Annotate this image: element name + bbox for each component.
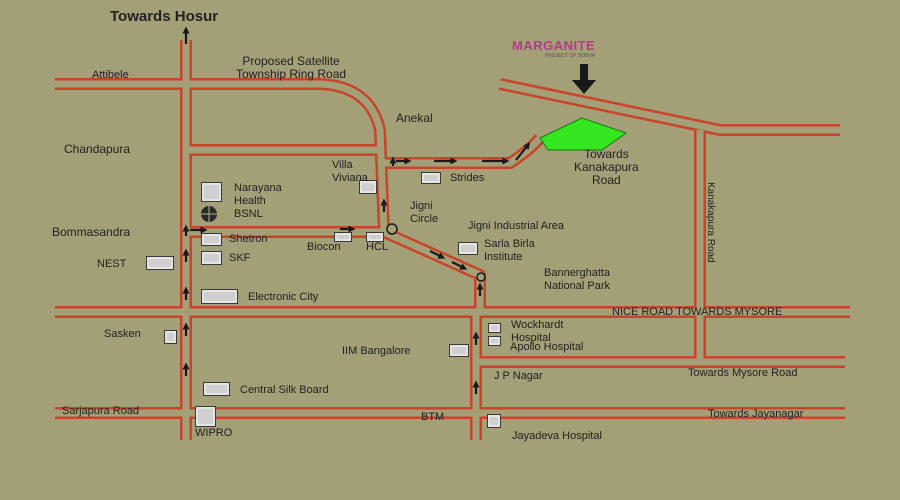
label-proposed-ring-line1: Proposed Satellite <box>242 54 340 68</box>
marker-sasken <box>164 330 177 344</box>
marker-hcl <box>366 232 384 242</box>
jigni-circle <box>386 223 398 235</box>
label-narayana-line2: Health <box>234 195 266 207</box>
marker-apollo <box>488 336 501 346</box>
marker-central-silk-board <box>203 382 230 396</box>
marker-narayana-health <box>201 182 222 202</box>
marker-biocon <box>334 232 352 242</box>
bsnl-icon <box>201 206 217 222</box>
marker-wipro <box>195 406 216 427</box>
label-towards-kanakapura: Towards Kanakapura Road <box>574 148 639 187</box>
project-logo: MARGANITE PROJECT OF SOBHA <box>512 38 595 59</box>
label-bommasandra: Bommasandra <box>52 225 131 239</box>
marker-villa-viviana <box>359 180 377 194</box>
label-kanakapura-road: Kanakapura Road <box>705 182 716 263</box>
label-sasken: Sasken <box>104 328 141 340</box>
label-proposed-ring-road: Proposed Satellite Township Ring Road <box>236 55 346 81</box>
label-skf: SKF <box>229 252 251 264</box>
label-narayana-line1: Narayana <box>234 182 282 194</box>
bannerghatta-circle <box>476 272 486 282</box>
label-anekal: Anekal <box>396 111 433 125</box>
road-ring-top <box>55 78 390 233</box>
label-jayadeva: Jayadeva Hospital <box>512 430 602 442</box>
marker-strides <box>421 172 441 184</box>
label-villa-line1: Villa <box>332 159 353 171</box>
label-sarla-line1: Sarla Birla <box>484 238 535 250</box>
label-biocon: Biocon <box>307 241 341 253</box>
label-bsnl: BSNL <box>234 208 263 220</box>
project-logo-tagline: PROJECT OF SOBHA <box>544 53 596 59</box>
label-towards-jayanagar: Towards Jayanagar <box>708 408 804 420</box>
label-narayana-health: Narayana Health <box>234 182 282 208</box>
project-site <box>539 117 628 151</box>
marker-shetron <box>201 233 222 246</box>
label-kanakapura-line2: Kanakapura <box>574 160 639 174</box>
route-arrows <box>182 26 531 394</box>
label-attibele: Attibele <box>92 69 129 81</box>
label-villa-line2: Viviana <box>332 172 368 184</box>
label-bannerghatta: Bannerghatta National Park <box>544 267 610 293</box>
label-towards-hosur: Towards Hosur <box>110 8 219 25</box>
marker-skf <box>201 251 222 265</box>
label-nest: NEST <box>97 258 127 270</box>
marker-jayadeva <box>487 414 501 428</box>
label-hcl: HCL <box>366 241 389 253</box>
project-logo-name: MARGANITE <box>512 38 596 53</box>
label-central-silk-board: Central Silk Board <box>240 384 329 396</box>
project-pointer-arrow <box>572 64 596 94</box>
label-jigni-industrial: Jigni Industrial Area <box>468 220 564 232</box>
label-shetron: Shetron <box>229 233 268 245</box>
label-btm: BTM <box>421 411 445 423</box>
label-electronic-city: Electronic City <box>248 291 319 303</box>
label-wockhardt: Wockhardt Hospital <box>511 319 563 345</box>
label-jigni-circle: Jigni Circle <box>410 200 438 226</box>
label-sarjapura-road: Sarjapura Road <box>62 405 140 417</box>
marker-nest <box>146 256 174 270</box>
label-kanakapura-line1: Towards <box>584 147 629 161</box>
label-iim-bangalore: IIM Bangalore <box>342 345 411 357</box>
label-sarla-line2: Institute <box>484 251 523 263</box>
marker-electronic-city <box>201 289 238 304</box>
label-wockhardt-line2: Hospital <box>511 332 551 344</box>
label-apollo: Apollo Hospital <box>510 341 584 353</box>
label-wockhardt-line1: Wockhardt <box>511 319 564 331</box>
marker-wockhardt <box>488 323 501 333</box>
label-kanakapura-line3: Road <box>592 173 621 187</box>
label-sarla-birla: Sarla Birla Institute <box>484 238 535 264</box>
label-proposed-ring-line2: Township Ring Road <box>236 67 347 81</box>
marker-iim <box>449 344 469 357</box>
label-jigni-line2: Circle <box>410 213 439 225</box>
label-bannerghatta-line1: Bannerghatta <box>544 267 611 279</box>
label-jigni-line1: Jigni <box>410 200 433 212</box>
label-wipro: WIPRO <box>195 427 233 439</box>
marker-sarla-birla <box>458 242 478 255</box>
label-nice-road: NICE ROAD TOWARDS MYSORE <box>612 306 783 318</box>
label-jp-nagar: J P Nagar <box>494 370 543 382</box>
label-strides: Strides <box>450 172 485 184</box>
label-chandapura: Chandapura <box>64 142 131 156</box>
label-towards-mysore-road: Towards Mysore Road <box>688 367 798 379</box>
label-villa-viviana: Villa Viviana <box>332 159 368 185</box>
label-bannerghatta-line2: National Park <box>544 280 611 292</box>
